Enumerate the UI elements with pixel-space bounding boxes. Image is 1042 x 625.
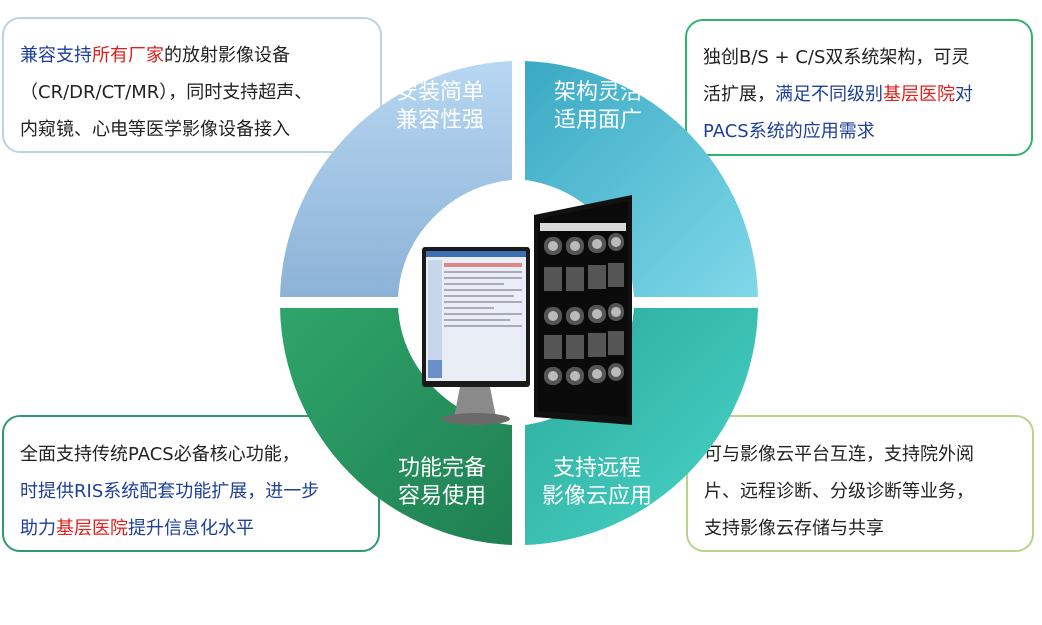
box-text: 支持影像云存储与共享 [704,518,884,539]
monitors-illustration [422,195,632,425]
box-text: 内窥镜、心电等医学影像设备接入 [20,119,290,140]
segment-label-tl: 安装简单 兼容性强 [375,79,505,135]
segment-label-line: 影像云应用 [541,484,652,509]
box-text: 对 [955,84,973,105]
segment-label-br: 支持远程 影像云应用 [532,455,662,511]
box-text: 满足不同级别 [775,84,883,105]
box-text: 的放射影像设备 [164,45,290,66]
ris-monitor-image [422,247,530,425]
segment-label-line: 兼容性强 [395,108,484,133]
box-text: 可与影像云平台互连，支持院外阅 [704,444,974,465]
ring-segment-br [525,308,758,545]
feature-box-architecture: 独创B/S + C/S双系统架构，可灵 活扩展，满足不同级别基层医院对 PACS… [685,19,1033,156]
segment-label-bl: 功能完备 容易使用 [377,455,507,511]
ring-segment-bl [280,308,512,545]
segment-label-line: 架构灵活 [553,80,642,105]
segment-label-tr: 架构灵活 适用面广 [533,79,663,135]
box-highlight: 所有厂家 [92,45,164,66]
feature-box-compatibility: 兼容支持所有厂家的放射影像设备 （CR/DR/CT/MR），同时支持超声、 内窥… [2,17,382,153]
segment-label-line: 安装简单 [395,80,484,105]
box-highlight: 基层医院 [883,84,955,105]
segment-label-line: 适用面广 [553,108,642,133]
ring-segment-tr [525,61,758,297]
box-text: 提升信息化水平 [128,518,254,539]
pacs-monitor-image [534,195,632,425]
box-text: 全面支持传统PACS必备核心功能， [20,444,300,465]
segment-label-line: 容易使用 [397,484,486,509]
box-text: PACS系统的应用需求 [703,121,875,142]
segment-label-line: 支持远程 [552,456,641,481]
feature-box-functionality: 全面支持传统PACS必备核心功能， 时提供RIS系统配套功能扩展，进一步 助力基… [2,415,380,552]
box-text: 时提供RIS系统配套功能扩展，进一步 [20,481,320,502]
feature-box-cloud: 可与影像云平台互连，支持院外阅 片、远程诊断、分级诊断等业务， 支持影像云存储与… [686,415,1034,552]
box-text: 片、远程诊断、分级诊断等业务， [704,481,974,502]
box-highlight: 基层医院 [56,518,128,539]
ring-segment-tl [280,61,512,297]
segment-label-line: 功能完备 [397,456,486,481]
box-text: 助力 [20,518,56,539]
box-text: 活扩展， [703,84,775,105]
box-text: 独创B/S + C/S双系统架构，可灵 [703,47,970,68]
box-text: 兼容支持 [20,45,92,66]
box-text: （CR/DR/CT/MR），同时支持超声、 [20,82,313,103]
